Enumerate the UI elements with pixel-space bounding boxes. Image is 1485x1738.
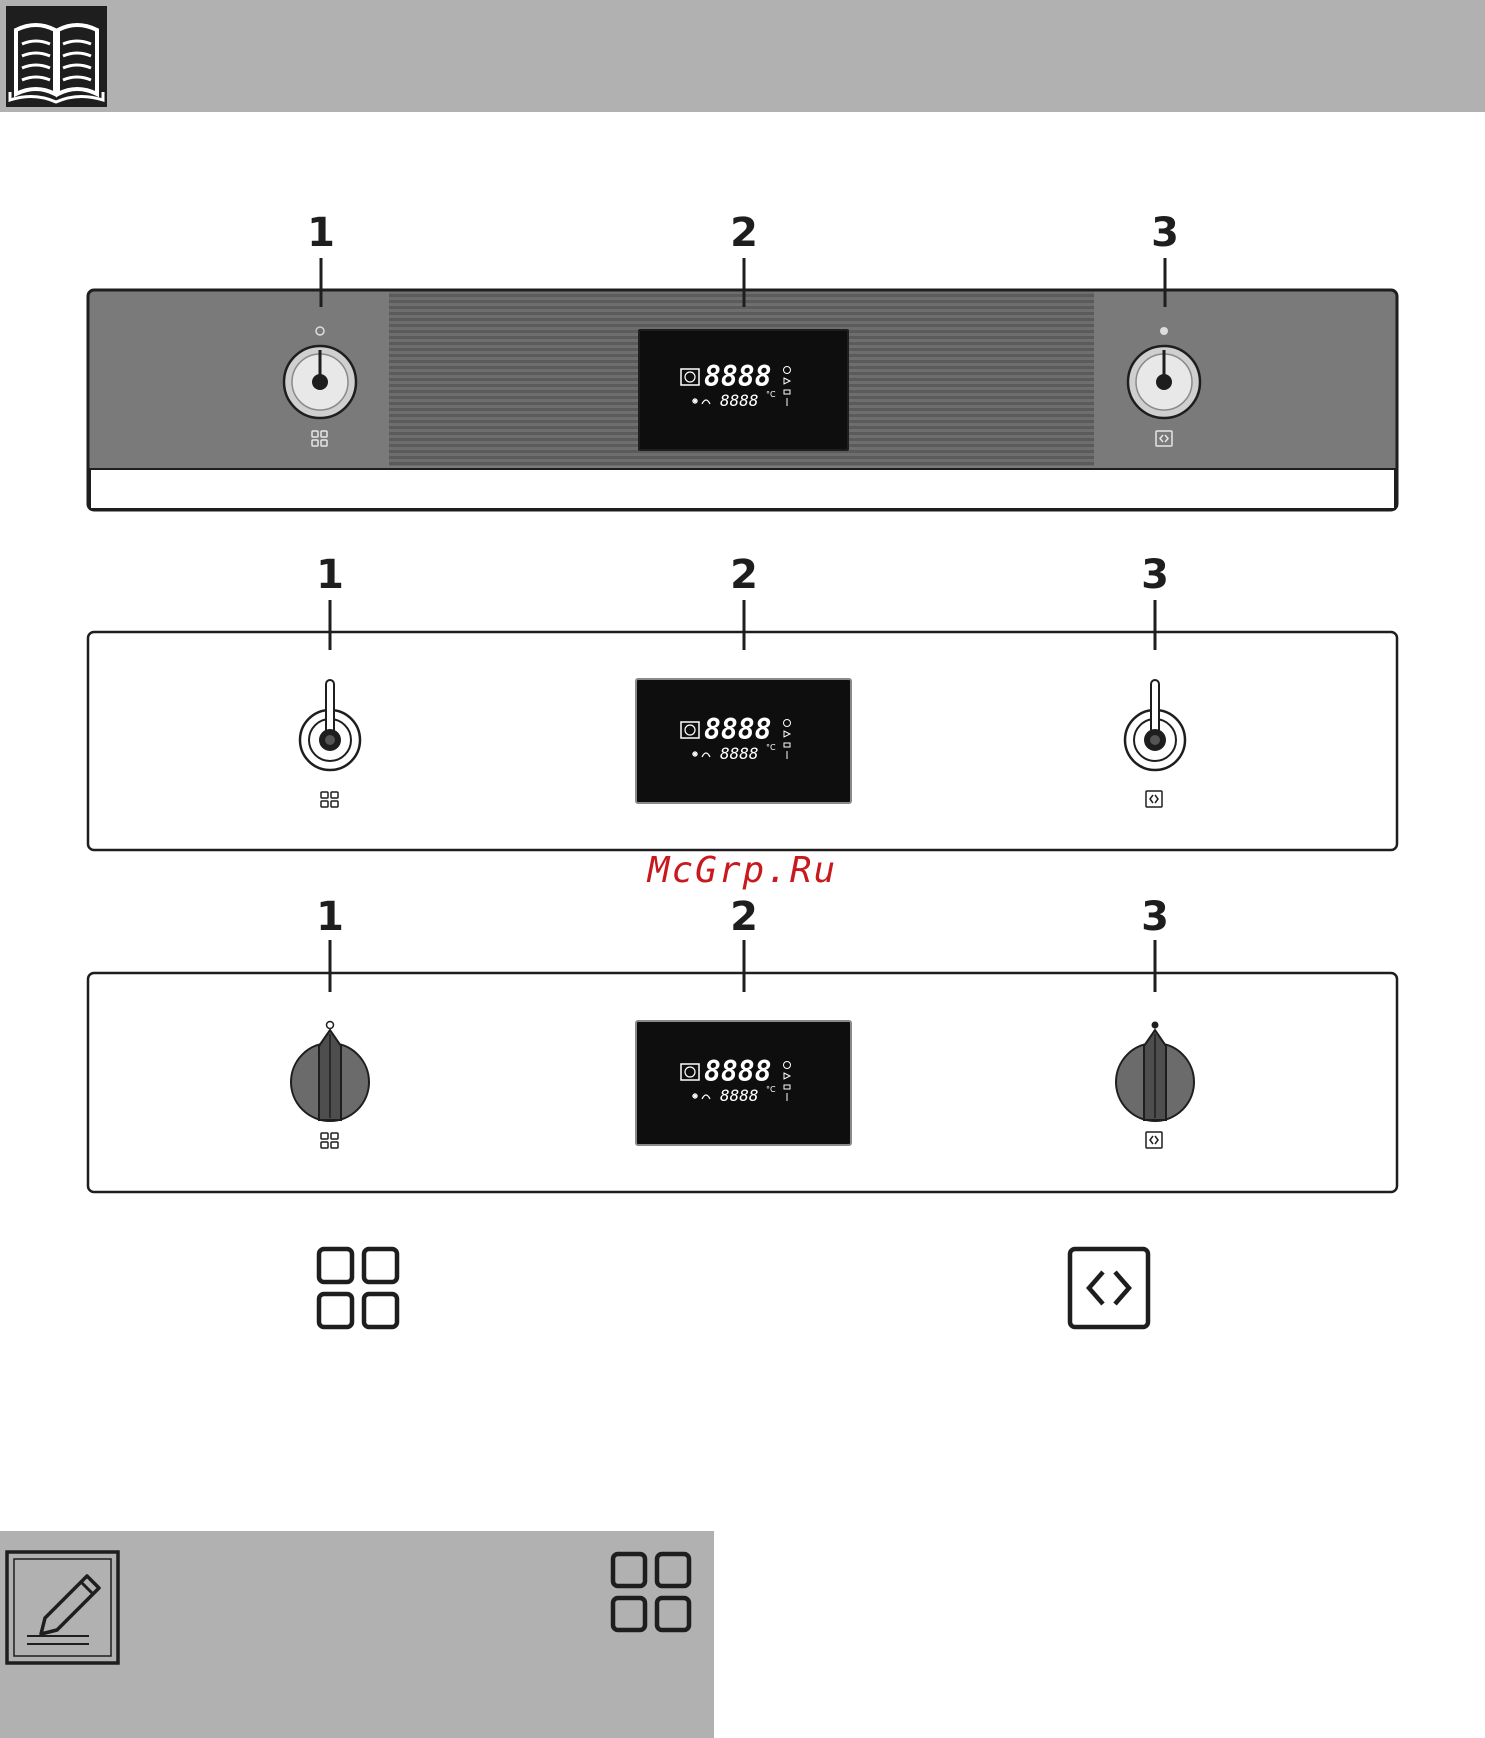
display-2-content: 8888 8888 °C xyxy=(678,715,818,765)
fan-icon xyxy=(690,749,712,759)
fan-icon xyxy=(690,1091,712,1101)
note-box xyxy=(0,1531,714,1738)
status-icons xyxy=(782,1061,794,1103)
display-sub-digits: 8888 xyxy=(720,745,759,763)
menu-grid-icon xyxy=(316,1246,400,1330)
display-3-content: 8888 8888 °C xyxy=(678,1057,818,1107)
display-sub-digits: 8888 xyxy=(720,392,759,410)
display-sub-digits: 8888 xyxy=(720,1087,759,1105)
display-1-content: 8888 8888 °C xyxy=(678,362,818,412)
oven-icon xyxy=(680,1063,700,1081)
code-arrows-icon xyxy=(1067,1246,1151,1330)
oven-icon xyxy=(680,368,700,386)
display-main-digits: 8888 xyxy=(704,362,771,392)
display-main-digits: 8888 xyxy=(704,1057,771,1087)
pencil-note-icon xyxy=(5,1550,120,1665)
status-icons xyxy=(782,366,794,408)
status-icons xyxy=(782,719,794,761)
display-main-digits: 8888 xyxy=(704,715,771,745)
menu-grid-icon xyxy=(610,1551,692,1633)
display-unit: °C xyxy=(766,743,776,752)
fan-icon xyxy=(690,396,712,406)
oven-icon xyxy=(680,721,700,739)
display-unit: °C xyxy=(766,390,776,399)
display-unit: °C xyxy=(766,1085,776,1094)
